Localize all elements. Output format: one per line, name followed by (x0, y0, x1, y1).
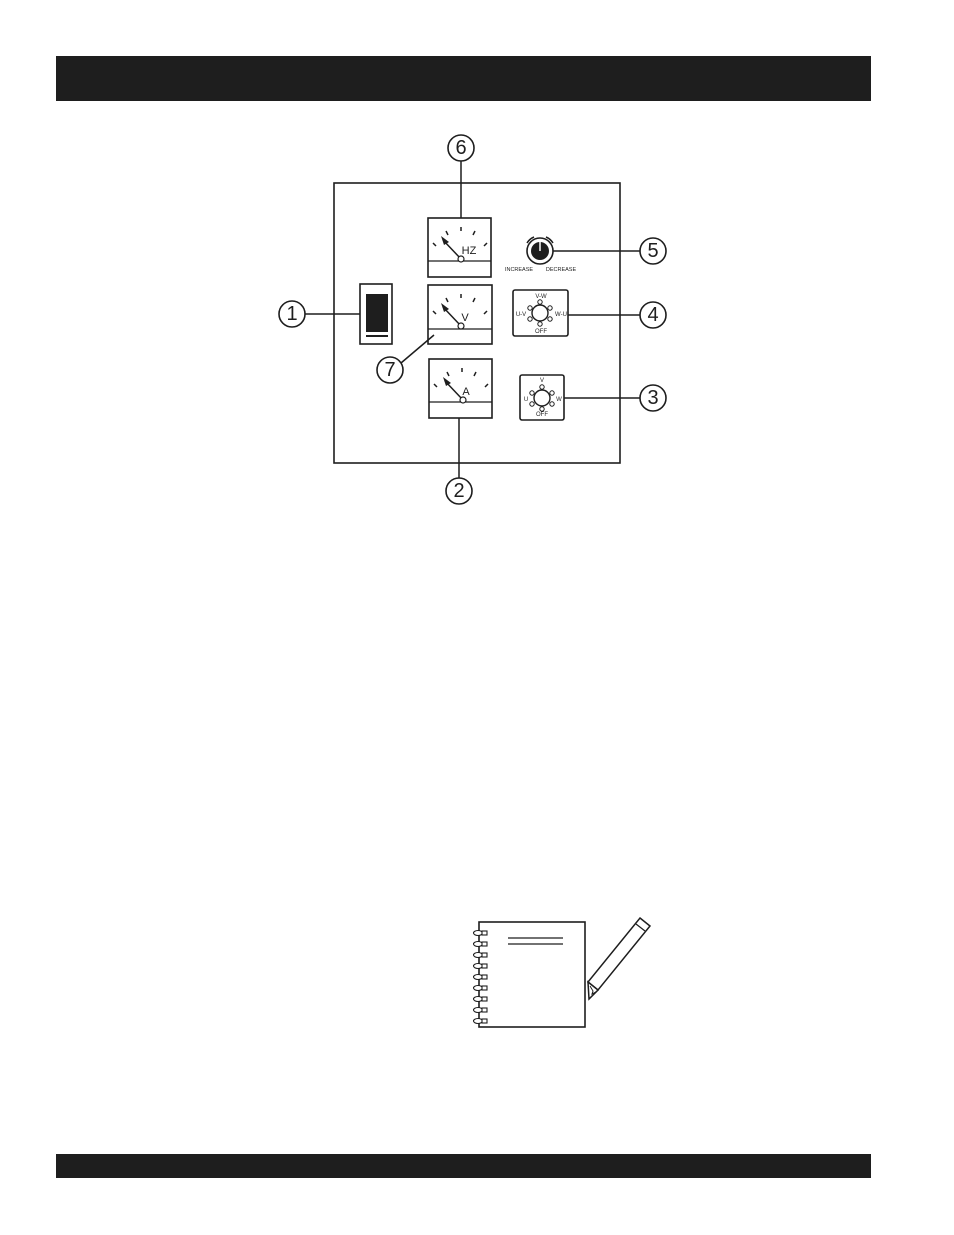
ammeter: A (429, 359, 492, 418)
am-switch-bottom-label: OFF (536, 412, 548, 418)
callout-7: 7 (377, 357, 403, 383)
decrease-label: DECREASE (546, 267, 577, 273)
vm-switch-left-label: U-V (516, 312, 526, 318)
pencil-icon (588, 918, 650, 999)
ammeter-label: A (462, 386, 470, 398)
callout-2-text: 2 (453, 480, 464, 502)
increase-label: INCREASE (505, 267, 533, 273)
am-switch-left-label: U (524, 397, 528, 403)
frequency-meter: HZ (428, 218, 491, 277)
frequency-meter-label: HZ (462, 245, 477, 257)
callout-1-text: 1 (286, 303, 297, 325)
voltmeter-changeover-switch: V-W U-V W-U OFF (513, 290, 568, 336)
callout-5: 5 (640, 238, 666, 264)
callout-6-text: 6 (455, 137, 466, 159)
callout-4-text: 4 (647, 304, 658, 326)
circuit-breaker-switch (360, 284, 392, 344)
frequency-adjust-knob: INCREASE DECREASE (505, 237, 577, 273)
callout-3: 3 (640, 385, 666, 411)
vm-switch-right-label: W-U (555, 312, 567, 318)
callout-4: 4 (640, 302, 666, 328)
am-switch-top-label: V (540, 378, 544, 384)
am-switch-right-label: W (556, 397, 562, 403)
voltmeter-label: V (461, 312, 469, 324)
notebook-spiral-binding (474, 931, 488, 1024)
callout-3-text: 3 (647, 387, 658, 409)
callout-7-text: 7 (384, 359, 395, 381)
callout-2: 2 (446, 478, 472, 504)
callout-6: 6 (448, 135, 474, 161)
voltmeter: V (428, 285, 492, 344)
callout-1: 1 (279, 301, 305, 327)
callout-5-text: 5 (647, 240, 658, 262)
vm-switch-top-label: V-W (535, 294, 547, 300)
ammeter-changeover-switch: V U W OFF (520, 375, 564, 420)
vm-switch-bottom-label: OFF (535, 329, 547, 335)
notebook-icon (479, 922, 585, 1027)
